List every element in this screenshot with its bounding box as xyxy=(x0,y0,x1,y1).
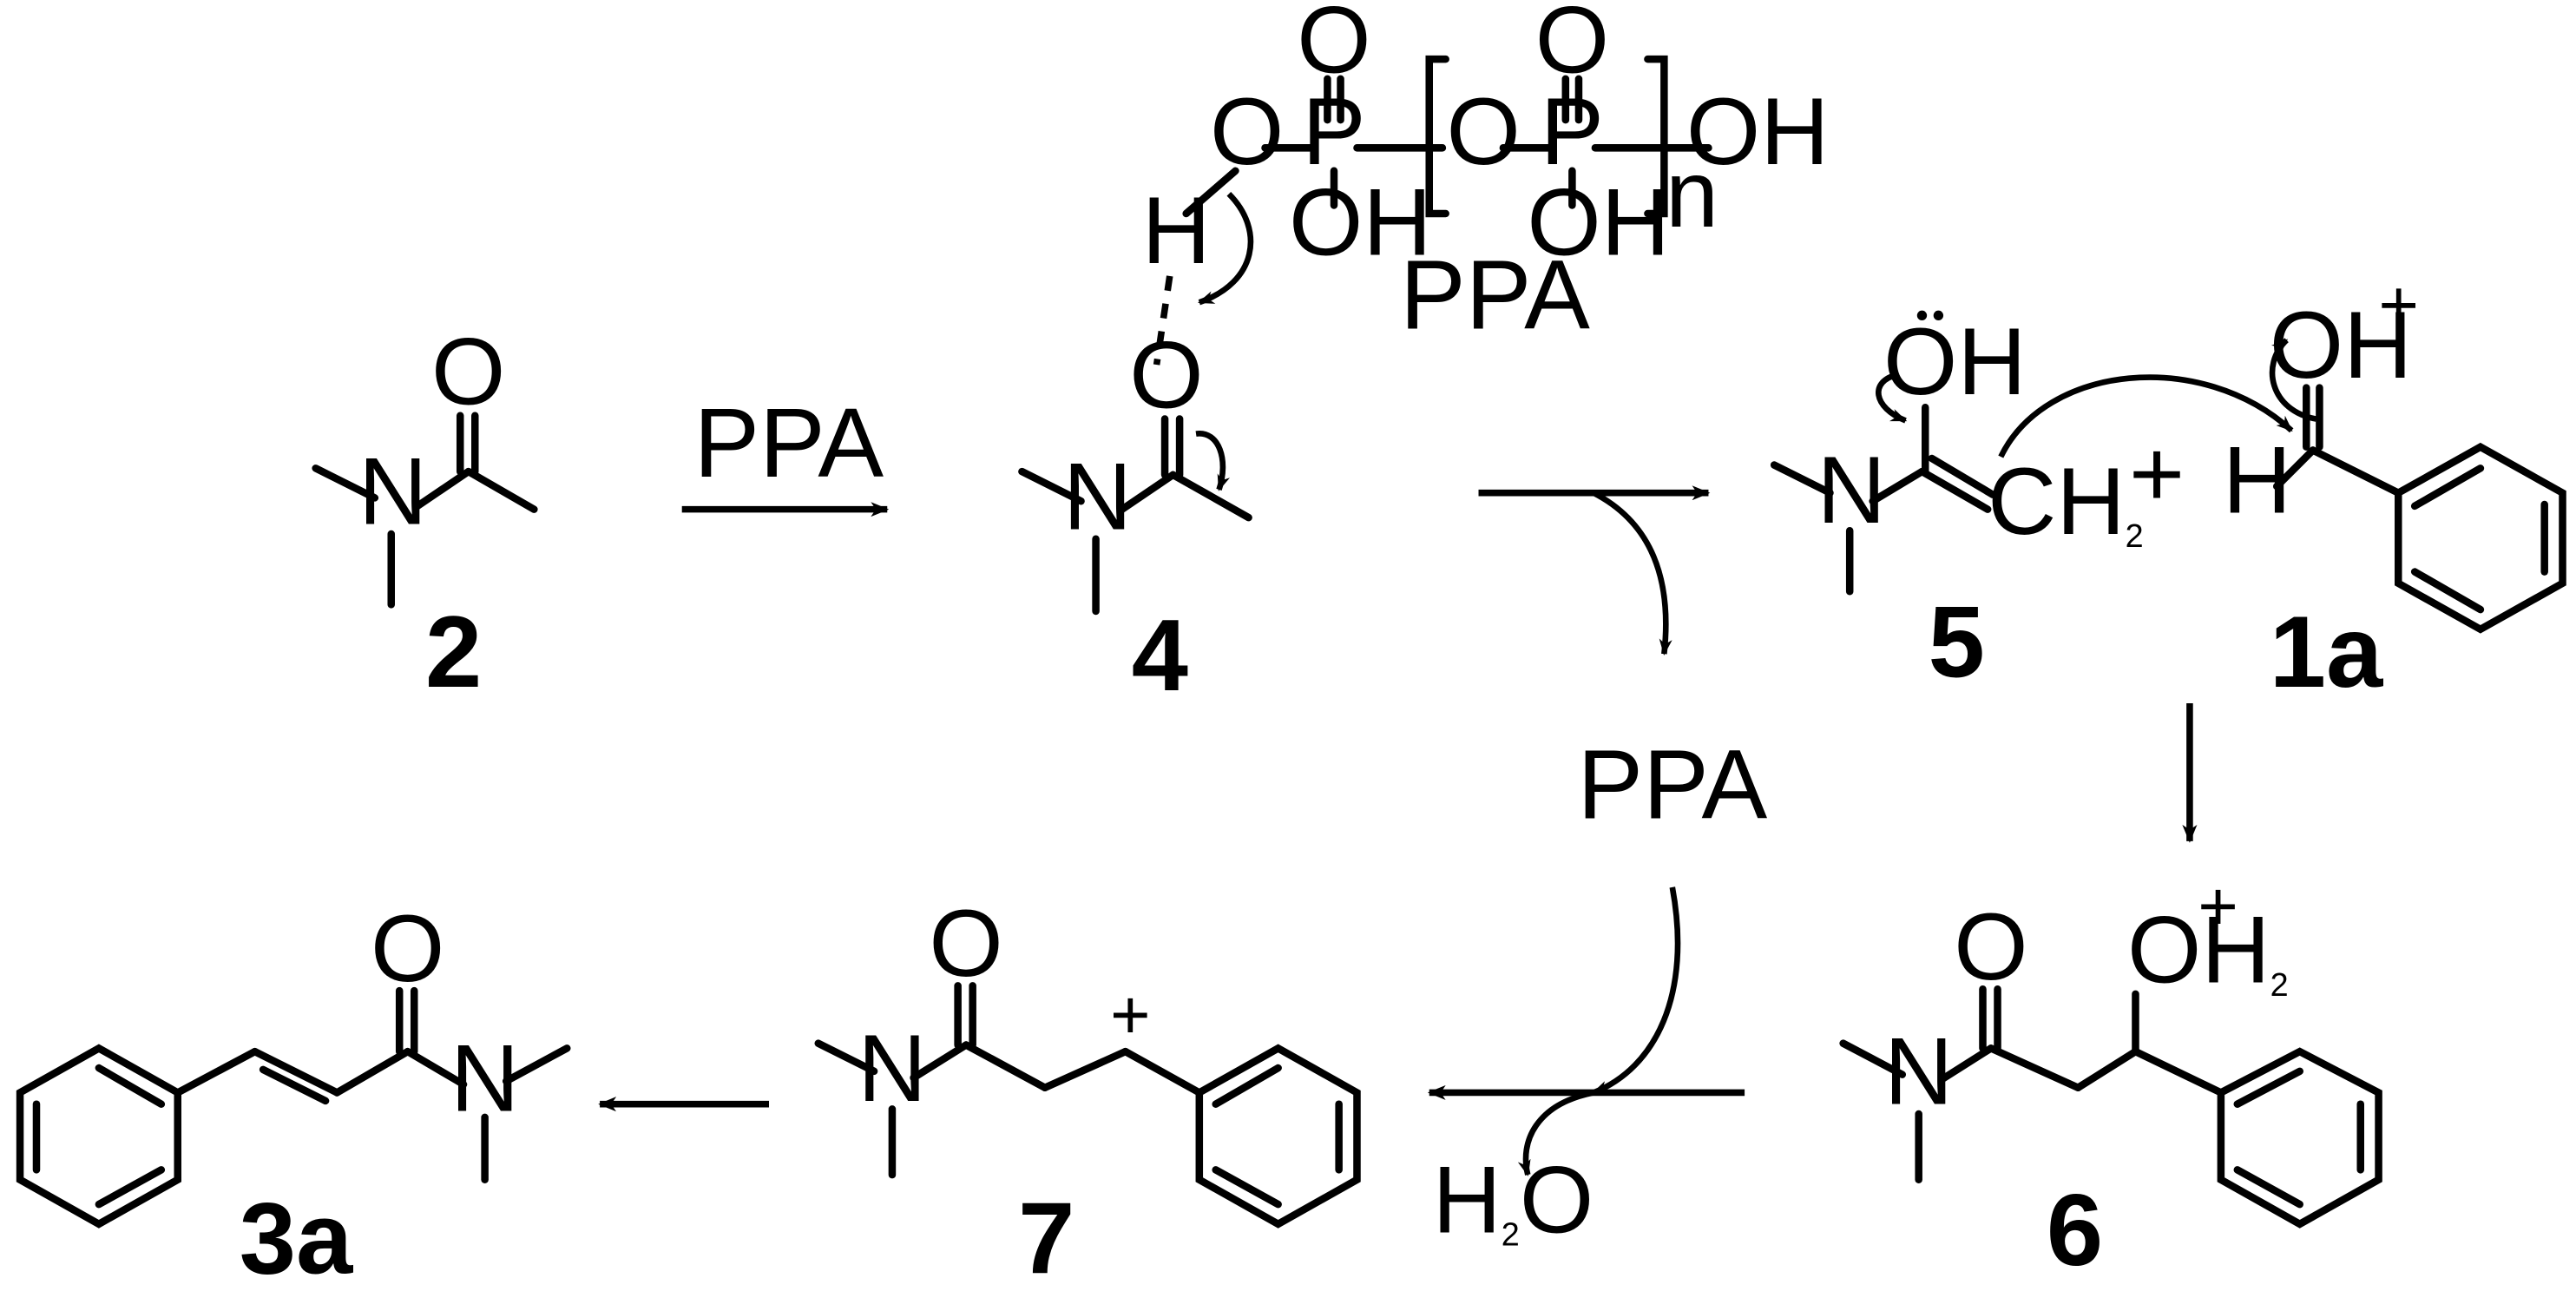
benzene-ring xyxy=(2217,1047,2382,1229)
atom-oh: OH xyxy=(1527,169,1670,275)
compound-label-7: 7 xyxy=(1018,1182,1074,1295)
ppa-structure: O P O OH O P O OH OH n H xyxy=(1142,0,1830,284)
compound-label-1a: 1a xyxy=(2270,595,2383,708)
atom-n: N xyxy=(1884,1019,1953,1125)
curved-arrow-enolization xyxy=(1195,431,1231,491)
curved-arrow-proton-transfer xyxy=(1198,191,1254,306)
atom-oh: OH xyxy=(1686,79,1830,185)
atom-oh: OH xyxy=(1289,169,1432,275)
atom-h: H xyxy=(1142,178,1211,284)
atom-o: O xyxy=(371,896,444,1002)
compound-2-dimethylacetamide: N O xyxy=(312,320,538,609)
atom-o: O xyxy=(1535,0,1609,93)
reagent-ppa-released: PPA xyxy=(1577,729,1767,840)
atom-o: O xyxy=(1954,894,2027,1000)
compound-label-2: 2 xyxy=(425,595,482,708)
atom-n: N xyxy=(1063,444,1132,550)
atom-o: O xyxy=(431,320,505,425)
atom-oh2: OH2 xyxy=(2127,898,2289,1004)
benzene-ring xyxy=(2395,442,2566,634)
compound-label-4: 4 xyxy=(1132,598,1188,712)
benzene-ring xyxy=(16,1044,181,1229)
plus-sign: + xyxy=(2129,421,2185,527)
curved-arrow-nucleophilic-attack xyxy=(1998,374,2294,458)
lone-pair-dot xyxy=(1916,310,1928,321)
curved-arrow-ppa-release xyxy=(1592,490,1672,656)
atom-o: O xyxy=(1129,322,1203,428)
ppa-structure-label: PPA xyxy=(1400,240,1590,350)
compound-label-3a: 3a xyxy=(240,1182,353,1295)
lone-pair-dot xyxy=(1933,310,1944,321)
curved-arrow-lone-pair xyxy=(1876,372,1908,424)
reagent-ppa-arrow: PPA xyxy=(693,388,884,498)
compound-3a-cinnamamide: N O xyxy=(16,896,571,1229)
atom-n: N xyxy=(450,1025,519,1131)
compound-7-carbocation: N O + xyxy=(814,891,1361,1229)
compound-label-5: 5 xyxy=(1929,585,1985,699)
atom-oh: OH xyxy=(2270,293,2413,399)
curved-arrow-ppa-in xyxy=(1592,886,1681,1096)
atom-n: N xyxy=(1817,438,1885,544)
water-label: H2O xyxy=(1433,1147,1594,1253)
atom-n: N xyxy=(858,1016,926,1122)
compound-5-enol: N OH CH2 xyxy=(1770,309,2144,596)
curved-arrow-carbonyl xyxy=(2269,338,2317,422)
repeat-n: n xyxy=(1666,142,1718,247)
atom-n: N xyxy=(358,439,427,545)
atom-o: O xyxy=(1447,79,1521,185)
compound-4: N O xyxy=(1018,322,1252,616)
atom-o: O xyxy=(929,891,1002,997)
charge-plus: + xyxy=(2198,867,2238,945)
compound-label-6: 6 xyxy=(2047,1173,2103,1287)
curved-arrow-water-out xyxy=(1517,1090,1594,1176)
atom-o: O xyxy=(1297,0,1370,93)
atom-oh: OH xyxy=(1883,309,2027,415)
benzene-ring xyxy=(1195,1044,1361,1229)
atom-ch2: CH2 xyxy=(1988,449,2144,555)
compound-6: N O OH2 + xyxy=(1839,867,2382,1229)
atom-o: O xyxy=(1210,79,1284,185)
compound-1a-protonated-benzaldehyde: OH + H xyxy=(2223,266,2566,634)
charge-plus: + xyxy=(1110,976,1150,1053)
charge-plus: + xyxy=(2379,266,2419,343)
